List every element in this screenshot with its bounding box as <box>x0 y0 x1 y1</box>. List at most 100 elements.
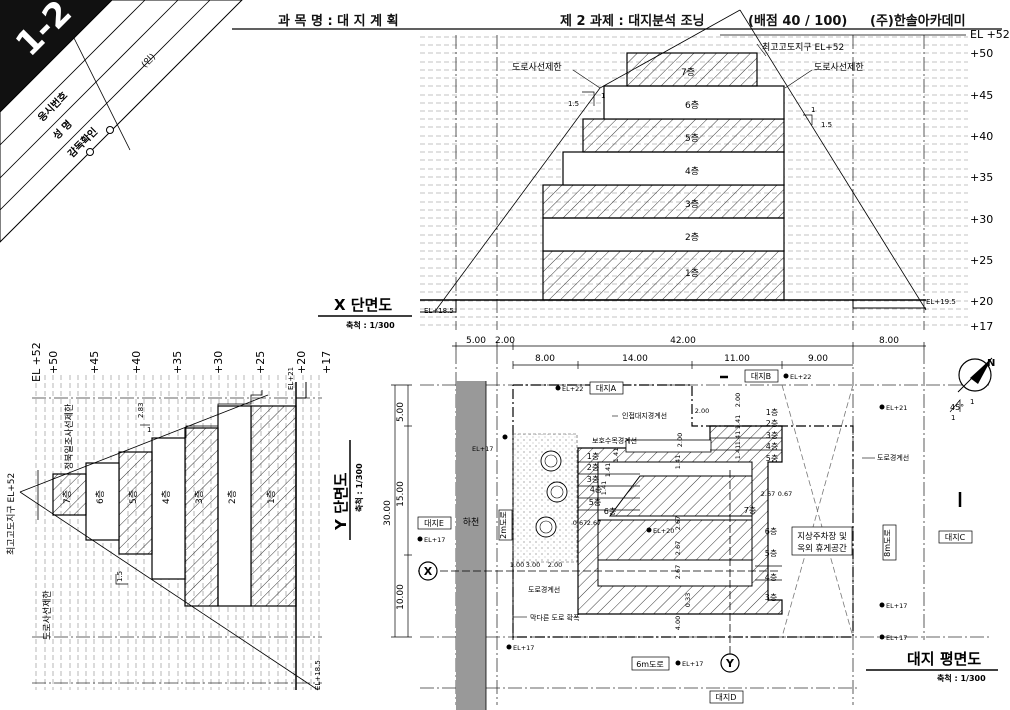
road-8m-label: 8m도로 <box>883 529 892 557</box>
plan-dim-sub-14: 14.00 <box>622 354 648 364</box>
y-level-45: +45 <box>88 351 101 374</box>
river-strip <box>456 381 486 710</box>
note-protected-tree: 보호수목경계선 <box>592 436 637 445</box>
pd-200d: 2.00 <box>548 561 562 569</box>
x-ratio-val-right: 1.5 <box>821 121 832 129</box>
x-el-left: EL+18.5 <box>424 307 454 315</box>
y-floor-2: 2층 <box>227 490 238 504</box>
el-mark-4: EL+17 <box>472 445 493 453</box>
x-floor-2: 2층 <box>685 232 699 243</box>
el-mark-6: EL+20 <box>653 527 674 535</box>
pd-141f: 1.41 <box>600 481 608 495</box>
pd-400: 4.00 <box>674 616 682 630</box>
y-level-40: +40 <box>130 351 143 374</box>
x-ratio-one-left: 1 <box>601 92 605 100</box>
plan-floor-3a: 3층 <box>766 431 778 440</box>
y-el-top: EL+21 <box>287 367 295 390</box>
el-mark-8: EL+17 <box>886 634 907 642</box>
y-el-bottom: EL+18.5 <box>314 660 322 690</box>
pd-200c: 2.00 <box>676 433 684 447</box>
north-ratio-a: 1 <box>970 398 974 406</box>
pd-067a: 0.67 <box>778 490 792 498</box>
road-2m-label: 2m도로 <box>499 511 508 539</box>
north-angle: 45° <box>950 403 964 412</box>
plan-floor-1b: 1층 <box>587 452 599 461</box>
plan-floor-3b: 3층 <box>587 475 599 484</box>
pd-267d: 2.67 <box>674 541 682 555</box>
x-level-20: +20 <box>970 295 993 308</box>
y-dim-283: 2.83 <box>137 402 145 418</box>
x-floor-1: 1층 <box>685 268 699 279</box>
plan-dim-top-8: 8.00 <box>879 336 899 346</box>
pd-141g: 1.41 <box>674 455 682 469</box>
x-level-40: +40 <box>970 130 993 143</box>
pd-267c: 2.67 <box>674 516 682 530</box>
x-ratio-val-left: 1.5 <box>568 100 579 108</box>
badge-name-label: 성 명 <box>50 117 75 142</box>
el-mark-2: EL+22 <box>790 373 811 381</box>
el-mark-10: EL+17 <box>682 660 703 668</box>
x-section-title: X 단면도 <box>334 296 392 314</box>
plan-dim-left-10: 10.00 <box>396 584 406 610</box>
river-label: 하천 <box>463 517 480 528</box>
y-ratio-val: 1.5 <box>116 571 124 582</box>
plan-dim-left-15: 15.00 <box>396 481 406 507</box>
plan-dim-top-5: 5.00 <box>466 336 486 346</box>
note-dead-end: 막다른 도로 확폭 <box>530 613 580 622</box>
plan-floor-3c: 3층 <box>765 593 777 602</box>
plan-floor-4a: 4층 <box>766 442 778 451</box>
x-floor-4: 4층 <box>685 166 699 177</box>
site-plan: 5.00 2.00 42.00 8.00 8.00 14.00 11.00 9.… <box>383 336 998 710</box>
plan-floor-2b: 2층 <box>587 463 599 472</box>
plan-title: 대지 평면도 <box>907 650 981 668</box>
site-e-label: 대지E <box>424 519 444 528</box>
exam-badge: 1-2 응시번호 성 명 감독확인 (인) <box>0 0 243 243</box>
road-6m-label: 6m도로 <box>636 660 664 669</box>
y-level-20: +20 <box>295 351 308 374</box>
plan-floor-5b: 5층 <box>589 498 601 507</box>
pd-100: 1.00 <box>510 561 524 569</box>
plan-dim-left-5: 5.00 <box>396 402 406 422</box>
pd-200a: 2.00 <box>695 407 709 415</box>
el-mark-1: EL+22 <box>562 385 583 393</box>
y-section: 7층 6층 5층 4층 3층 2층 1층 정북일조사선제한 최고고도지구 EL+… <box>6 342 364 691</box>
y-floor-3: 3층 <box>194 490 205 504</box>
x-level-52: EL +52 <box>970 28 1010 41</box>
plan-floor-2a: 2층 <box>766 419 778 428</box>
x-floor-3: 3층 <box>685 199 699 210</box>
y-floor-1: 1층 <box>266 490 277 504</box>
plan-dim-sub-8: 8.00 <box>535 354 555 364</box>
parking-label-2: 옥외 휴게공간 <box>797 543 847 554</box>
plan-floor-6c: 6층 <box>765 527 777 536</box>
y-level-50: +50 <box>47 351 60 374</box>
pd-141a: 1.41 <box>734 415 742 429</box>
plan-floor-4b: 4층 <box>590 485 602 494</box>
y-height-limit: 최고고도지구 EL+52 <box>6 473 17 555</box>
x-level-35: +35 <box>970 171 993 184</box>
el-mark-5: EL+17 <box>424 536 445 544</box>
y-floor-5: 5층 <box>128 490 139 504</box>
plan-floor-5a: 5층 <box>766 454 778 463</box>
y-floor-6: 6층 <box>95 490 106 504</box>
plan-floor-1a: 1층 <box>766 408 778 417</box>
y-level-30: +30 <box>212 351 225 374</box>
x-floor-7: 7층 <box>681 67 695 78</box>
pd-033: 0.33 <box>684 593 692 607</box>
y-level-35: +35 <box>171 351 184 374</box>
task-title: 제 2 과제 : 대지분석 조닝 <box>560 14 705 29</box>
north-label: N <box>987 358 995 369</box>
y-level-52: EL +52 <box>30 342 43 382</box>
x-road-setback-left: 도로사선제한 <box>512 62 562 73</box>
x-level-25: +25 <box>970 254 993 267</box>
plan-floor-5c: 5층 <box>765 549 777 558</box>
badge-exam-number-label: 응시번호 <box>35 89 70 124</box>
y-floor-4: 4층 <box>161 490 172 504</box>
site-b-label: 대지B <box>751 372 771 381</box>
x-floor-5: 5층 <box>685 133 699 144</box>
x-section-marker: X <box>424 565 433 578</box>
plan-dim-top-2: 2.00 <box>495 336 515 346</box>
plan-floor-7: 7층 <box>744 506 756 515</box>
x-height-limit: 최고고도지구 EL+52 <box>762 42 844 53</box>
x-level-30: +30 <box>970 213 993 226</box>
